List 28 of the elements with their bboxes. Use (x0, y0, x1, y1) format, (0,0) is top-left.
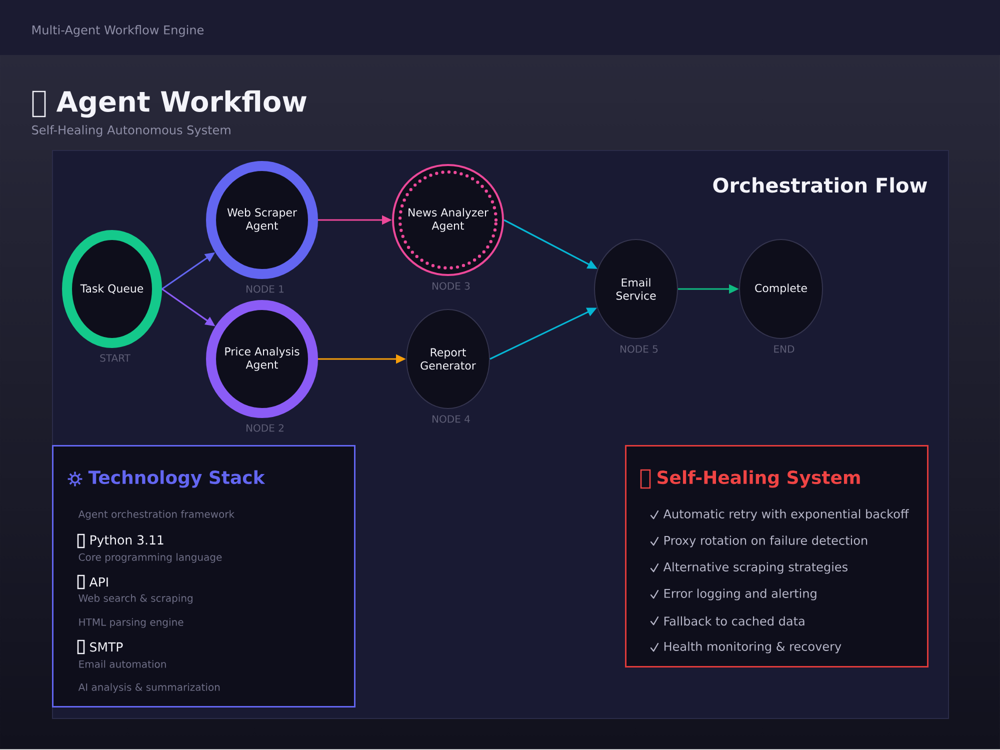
item-description: HTML parsing engine (79, 618, 184, 628)
list-item: Automatic retry with exponential backoff (663, 509, 909, 521)
item-name: SMTP (90, 642, 123, 652)
item-name: API (89, 577, 108, 587)
item-name: Python 3.11 (90, 534, 164, 548)
card-heading: Technology Stack (88, 470, 266, 488)
page-title: Agent Workflow (56, 90, 307, 118)
list-item: Proxy rotation on failure detection (664, 536, 868, 548)
item-description: Email automation (79, 660, 166, 668)
panel-heading: Orchestration Flow (713, 177, 928, 193)
list-item: Alternative scraping strategies (663, 562, 848, 574)
item-description: Core programming language (78, 553, 222, 563)
item-description: Web search & scraping (78, 594, 192, 604)
item-description: AI analysis & summarization (78, 683, 220, 693)
list-item: Health monitoring & recovery (664, 642, 842, 654)
list-item: Fallback to cached data (664, 616, 804, 626)
node-caption: NODE 5 (620, 345, 658, 353)
tagline: Multi-Agent Workflow Engine (32, 25, 204, 37)
item-description: Agent orchestration framework (78, 510, 234, 520)
node-caption: START (100, 354, 130, 362)
subtitle: Self-Healing Autonomous System (32, 125, 230, 137)
node-caption: NODE 4 (432, 415, 470, 423)
node-caption: NODE 2 (246, 424, 284, 432)
node-caption: END (774, 345, 794, 353)
node-caption: NODE 3 (432, 282, 470, 290)
card-heading: Self-Healing System (658, 470, 860, 488)
node-caption: NODE 1 (246, 285, 284, 293)
list-item: Error logging and alerting (664, 588, 816, 600)
